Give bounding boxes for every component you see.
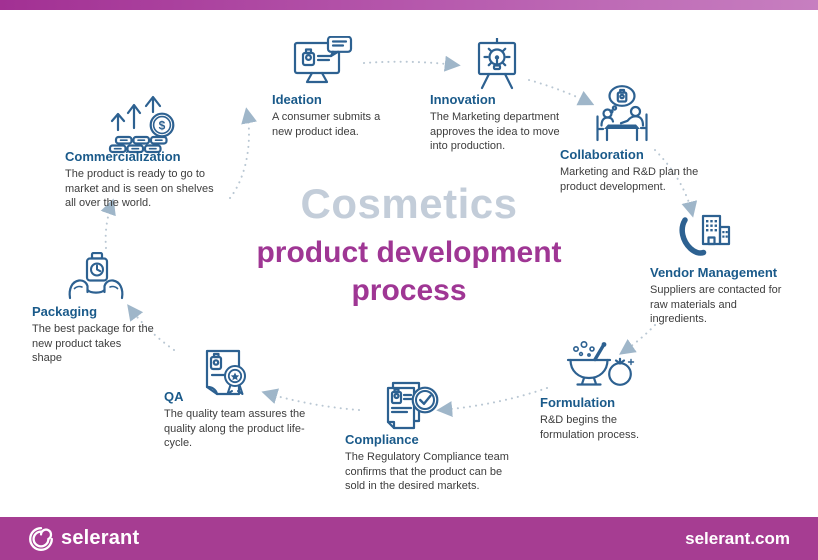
arc-compliance-qa bbox=[261, 388, 360, 411]
stage-innovation: Innovation The Marketing department appr… bbox=[430, 92, 580, 154]
stage-compliance: Compliance The Regulatory Compliance tea… bbox=[345, 432, 521, 494]
stage-qa-title: QA bbox=[164, 389, 184, 404]
arc-formulation-compliance bbox=[436, 387, 548, 418]
svg-text:$: $ bbox=[159, 119, 166, 133]
arc-collaboration-vendor bbox=[654, 149, 698, 218]
stage-qa: QA The quality team assures the quality … bbox=[164, 389, 306, 451]
phone-building-icon bbox=[676, 214, 732, 264]
hands-package-icon bbox=[66, 252, 126, 306]
stage-commercialization-title: Commercialization bbox=[65, 149, 181, 164]
stage-compliance-description: The Regulatory Compliance team confirms … bbox=[345, 451, 509, 493]
stage-vendor-management-title: Vendor Management bbox=[650, 265, 778, 280]
stage-commercialization-description: The product is ready to go to market and… bbox=[65, 168, 214, 210]
stage-qa-description: The quality team assures the quality alo… bbox=[164, 408, 306, 450]
stage-innovation-title: Innovation bbox=[430, 92, 496, 107]
stage-collaboration-title: Collaboration bbox=[560, 147, 644, 162]
arc-packaging-commercialization bbox=[100, 198, 116, 249]
stage-commercialization: Commercialization The product is ready t… bbox=[65, 149, 220, 211]
stage-collaboration: Collaboration Marketing and R&D plan the… bbox=[560, 147, 700, 194]
top-accent-bar bbox=[0, 0, 818, 10]
stage-ideation: Ideation A consumer submits a new produc… bbox=[272, 92, 390, 139]
arc-innovation-collaboration bbox=[528, 79, 595, 106]
brand-name: selerant bbox=[61, 527, 140, 549]
meeting-icon bbox=[591, 85, 653, 143]
footer-website: selerant.com bbox=[685, 528, 790, 548]
stage-formulation-title: Formulation bbox=[540, 395, 616, 410]
mortar-pestle-icon bbox=[561, 340, 635, 392]
brand-logo: selerant bbox=[28, 526, 139, 552]
stage-compliance-title: Compliance bbox=[345, 432, 419, 447]
title-line-process: process bbox=[351, 273, 467, 307]
stage-formulation-description: R&D begins the formulation process. bbox=[540, 414, 640, 441]
growth-money-icon: $ bbox=[104, 94, 182, 156]
certificate-ribbon-icon bbox=[198, 349, 252, 403]
stage-innovation-description: The Marketing department approves the id… bbox=[430, 111, 560, 153]
stage-formulation: Formulation R&D begins the formulation p… bbox=[540, 395, 658, 442]
stage-packaging: Packaging The best package for the new p… bbox=[32, 304, 154, 366]
title-line-cosmetics: Cosmetics bbox=[300, 180, 518, 227]
stage-vendor-management-description: Suppliers are contacted for raw material… bbox=[650, 284, 782, 326]
stage-ideation-description: A consumer submits a new product idea. bbox=[272, 111, 381, 138]
stage-packaging-title: Packaging bbox=[32, 304, 98, 319]
arc-vendor-formulation bbox=[619, 324, 656, 355]
stage-collaboration-description: Marketing and R&D plan the product devel… bbox=[560, 166, 699, 193]
title-line-product-development: product development bbox=[256, 236, 562, 270]
footer-bar: selerant selerant.com bbox=[0, 517, 818, 560]
monitor-idea-icon bbox=[291, 36, 353, 88]
page-title: Cosmetics product development process bbox=[199, 180, 619, 309]
arc-ideation-innovation bbox=[363, 55, 461, 72]
stage-vendor-management: Vendor Management Suppliers are contacte… bbox=[650, 265, 790, 327]
document-check-icon bbox=[381, 381, 439, 433]
selerant-swirl-icon bbox=[29, 526, 53, 551]
lightbulb-board-icon bbox=[474, 38, 520, 90]
stage-ideation-title: Ideation bbox=[272, 92, 322, 107]
stage-packaging-description: The best package for the new product tak… bbox=[32, 323, 154, 365]
